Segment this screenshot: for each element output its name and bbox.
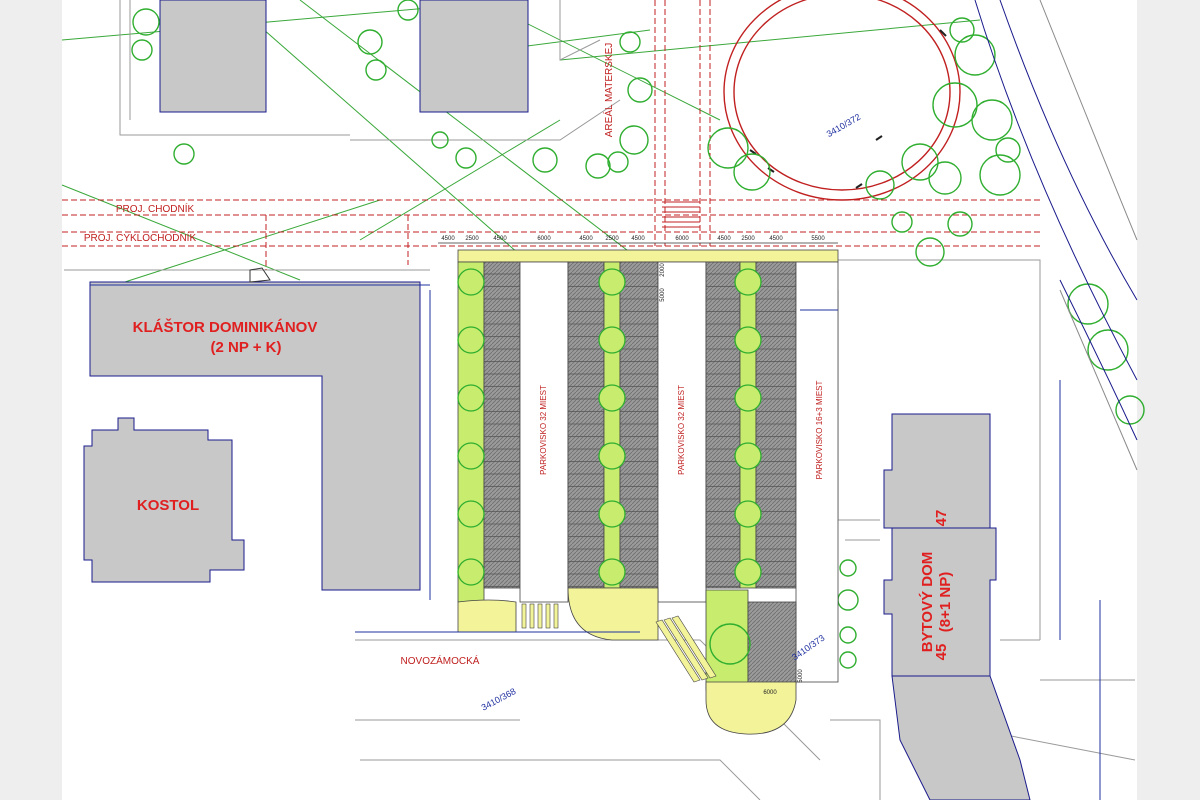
house-number-45: 45 — [933, 644, 950, 661]
dim-label-4: 6000 — [537, 236, 551, 242]
apartment-building — [883, 413, 997, 677]
margin-left — [0, 0, 62, 800]
tree-south-east — [709, 623, 751, 665]
shrub-marker — [734, 268, 762, 296]
parking-stalls-middle-left — [567, 261, 605, 589]
gray-outlines — [64, 0, 1136, 800]
shrub-marker — [598, 326, 626, 354]
parking-stalls-east-right — [755, 261, 797, 589]
footpath-label: PROJ. CHODNÍK — [116, 202, 195, 215]
path-labels: PROJ. CHODNÍK PROJ. CYKLOCHODNÍK NOVOZÁM… — [84, 43, 615, 667]
parking-stalls-middle-right — [619, 261, 659, 589]
shrub-marker — [457, 384, 485, 412]
shrub-marker — [734, 442, 762, 470]
monastery-name-label: KLÁŠTOR DOMINIKÁNOV — [133, 318, 318, 336]
parking-west-label: PARKOVISKO 32 MIEST — [539, 385, 548, 475]
monastery-floors-label: (2 NP + K) — [211, 339, 282, 356]
trees-top — [131, 0, 653, 179]
lane-middle — [657, 261, 707, 603]
shrub-marker — [457, 326, 485, 354]
parking-top-strip — [457, 249, 839, 263]
island-south-east — [705, 681, 797, 735]
shrub-marker — [457, 268, 485, 296]
shrub-marker — [734, 384, 762, 412]
grass-middle — [603, 261, 621, 589]
margin-right — [1137, 0, 1200, 800]
grass-east — [739, 261, 757, 589]
kindergarten-label: AREÁL MATERSKEJ — [602, 43, 615, 137]
dim-label-6: 2500 — [605, 236, 619, 242]
building-top-left — [159, 0, 267, 113]
dim-label-3: 4500 — [493, 236, 507, 242]
shrub-marker — [598, 558, 626, 586]
building-labels: KLÁŠTOR DOMINIKÁNOV (2 NP + K) KOSTOL 47… — [133, 318, 954, 660]
shrub-marker — [457, 442, 485, 470]
crosswalk-south — [521, 603, 717, 683]
church-building — [83, 417, 245, 583]
parking-labels: PARKOVISKO 32 MIEST PARKOVISKO 32 MIEST … — [539, 381, 824, 480]
parking-stalls-west — [483, 261, 521, 589]
grass-west — [457, 261, 485, 603]
island-west — [457, 599, 517, 633]
benches — [749, 29, 947, 189]
dim-label-v4: 6000 — [763, 690, 777, 696]
dim-label-12: 5500 — [811, 236, 825, 242]
apartment-name-label: BYTOVÝ DOM — [918, 552, 936, 653]
crosswalk-top — [662, 201, 700, 228]
parcel-lines — [90, 284, 1101, 800]
shrub-marker — [598, 384, 626, 412]
dim-label-5: 4500 — [579, 236, 593, 242]
project-lines — [62, 0, 1040, 270]
lane-east — [795, 261, 839, 683]
cyclepath-label: PROJ. CYKLOCHODNÍK — [84, 231, 197, 244]
dim-label-v1: 2000 — [660, 263, 666, 277]
dim-label-1: 4500 — [441, 236, 455, 242]
shrub-marker — [734, 558, 762, 586]
dim-label-2: 2500 — [465, 236, 479, 242]
dim-label-10: 2500 — [741, 236, 755, 242]
shrub-marker — [734, 500, 762, 528]
shrub-markers — [457, 268, 762, 586]
monastery-entrance — [249, 267, 271, 283]
apartment-building-south — [891, 675, 1031, 800]
parking-middle-label: PARKOVISKO 32 MIEST — [677, 385, 686, 475]
running-track — [723, 0, 961, 201]
building-top-middle — [419, 0, 529, 113]
street-label: NOVOZÁMOCKÁ — [401, 654, 480, 667]
dim-label-7: 4500 — [631, 236, 645, 242]
road-right — [974, 0, 1138, 441]
dimension-labels: 4500 2500 4500 6000 4500 2500 4500 6000 … — [441, 236, 825, 696]
house-number-47: 47 — [933, 510, 950, 527]
parking-east-label: PARKOVISKO 16+3 MIEST — [815, 381, 824, 480]
shrub-marker — [598, 268, 626, 296]
dim-label-v2: 5000 — [660, 288, 666, 302]
road-right-edge — [1039, 0, 1138, 471]
shrub-marker — [598, 442, 626, 470]
shrub-marker — [734, 326, 762, 354]
dim-label-11: 4500 — [769, 236, 783, 242]
shrub-marker — [598, 500, 626, 528]
monastery-building — [89, 281, 421, 591]
dim-label-9: 4500 — [717, 236, 731, 242]
lane-west — [519, 261, 569, 603]
apartment-floors-label: (8+1 NP) — [937, 572, 954, 632]
parking-stalls-east-left — [705, 261, 741, 589]
dim-label-8: 6000 — [675, 236, 689, 242]
dim-label-v3: 5000 — [798, 669, 804, 683]
church-label: KOSTOL — [137, 497, 199, 514]
parking-stalls-south — [747, 601, 797, 685]
shrub-marker — [457, 558, 485, 586]
shrub-marker — [457, 500, 485, 528]
